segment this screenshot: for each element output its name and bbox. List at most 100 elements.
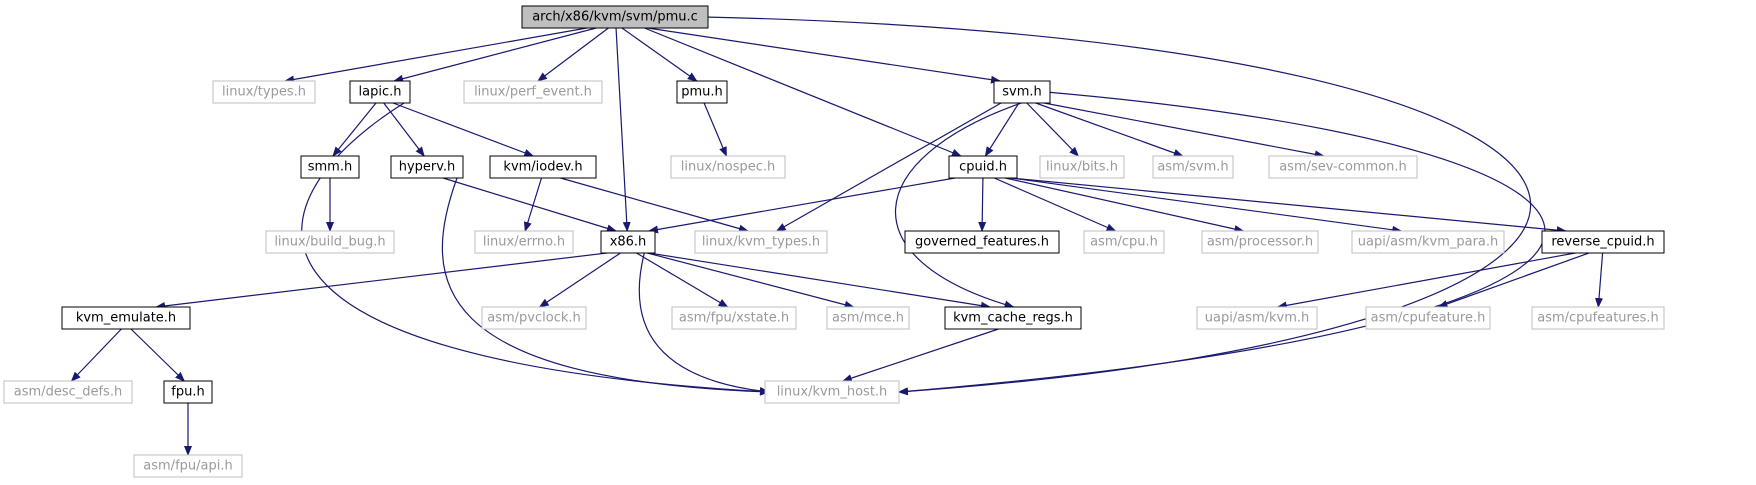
edge-root-to-linux_types [284, 27, 588, 84]
node-box [300, 155, 360, 179]
node-box [1365, 306, 1491, 330]
edge-root-to-pmu [621, 27, 698, 82]
node-perf-event: linux/perf_event.h [463, 80, 603, 104]
node-box [1196, 306, 1318, 330]
node-asm-cpu: asm/cpu.h [1083, 230, 1165, 254]
edge-kvm_emulate-to-fpu [130, 328, 185, 382]
node-kvm-emulate[interactable]: kvm_emulate.h [61, 306, 191, 330]
node-label: x86.h [610, 235, 647, 250]
node-reverse-cpuid[interactable]: reverse_cpuid.h [1541, 230, 1665, 254]
node-iodev[interactable]: kvm/iodev.h [489, 155, 597, 179]
node-layer: arch/x86/kvm/svm/pmu.c linux/types.h lapic… [3, 5, 1665, 478]
node-label: kvm/iodev.h [503, 160, 582, 175]
node-label: uapi/asm/kvm_para.h [1358, 235, 1499, 250]
node-svm[interactable]: svm.h [993, 80, 1051, 104]
node-hyperv[interactable]: hyperv.h [390, 155, 464, 179]
node-pvclock: asm/pvclock.h [481, 306, 587, 330]
node-label: svm.h [1002, 85, 1042, 100]
edge-iodev-to-errno [523, 177, 543, 232]
node-bits: linux/bits.h [1039, 155, 1125, 179]
node-box [993, 80, 1051, 104]
node-cpufeatures: asm/cpufeatures.h [1531, 306, 1665, 330]
node-box [163, 380, 213, 404]
node-label: asm/desc_defs.h [14, 385, 122, 400]
node-label: linux/perf_event.h [474, 85, 592, 100]
node-asm-svm: asm/svm.h [1152, 155, 1234, 179]
node-fpu-api: asm/fpu/api.h [133, 454, 243, 478]
node-box [61, 306, 191, 330]
edge-x86-to-kvm_host [638, 252, 770, 395]
node-label: asm/mce.h [832, 311, 904, 326]
edge-svm-to-kvm_types [775, 102, 1002, 232]
edge-x86-to-pvclock [538, 252, 621, 308]
node-x86[interactable]: x86.h [600, 230, 656, 254]
node-label: kvm_emulate.h [76, 311, 176, 326]
edge-svm-to-cache_regs [895, 102, 1022, 309]
node-box [1083, 230, 1165, 254]
node-label: linux/kvm_host.h [777, 385, 888, 400]
node-box [489, 155, 597, 179]
node-pmu[interactable]: pmu.h [676, 80, 728, 104]
node-box [474, 230, 574, 254]
node-label: asm/cpufeatures.h [1537, 311, 1659, 326]
node-label: lapic.h [359, 85, 402, 100]
node-label: linux/bits.h [1046, 160, 1118, 175]
node-box [212, 80, 316, 104]
node-processor: asm/processor.h [1201, 230, 1319, 254]
node-governed[interactable]: governed_features.h [904, 230, 1060, 254]
edge-reverse_cpuid-to-uapi_kvm [1276, 252, 1576, 310]
edge-root-to-perf_event [537, 27, 609, 82]
node-label: smm.h [308, 160, 352, 175]
node-box [1201, 230, 1319, 254]
node-mce: asm/mce.h [826, 306, 910, 330]
edge-x86-to-mce [647, 252, 855, 309]
node-label: asm/cpufeature.h [1371, 311, 1486, 326]
node-fpu[interactable]: fpu.h [163, 380, 213, 404]
edge-cpuid-to-kvm_para [1010, 177, 1403, 234]
edge-reverse_cpuid-to-cpufeatures [1595, 252, 1604, 308]
edge-cpuid-to-processor [1005, 177, 1245, 233]
edge-svm-to-sev [1043, 102, 1325, 159]
node-box [521, 5, 709, 29]
node-label: asm/fpu/api.h [143, 459, 232, 474]
node-label: hyperv.h [399, 160, 456, 175]
edge-x86-to-xstate [636, 252, 729, 308]
node-box [349, 80, 411, 104]
edge-svm-to-cpuid [984, 102, 1020, 157]
edge-hyperv-to-x86 [442, 177, 617, 233]
edge-iodev-to-kvm_types [560, 177, 749, 233]
node-root: arch/x86/kvm/svm/pmu.c [521, 5, 709, 29]
edge-lapic-to-smm [332, 102, 377, 157]
node-box [481, 306, 587, 330]
edge-cpuid-to-governed [978, 177, 987, 232]
node-label: asm/fpu/xstate.h [679, 311, 789, 326]
node-smm[interactable]: smm.h [300, 155, 360, 179]
node-linux-types: linux/types.h [212, 80, 316, 104]
node-cache-regs[interactable]: kvm_cache_regs.h [944, 306, 1082, 330]
node-box [1531, 306, 1665, 330]
node-label: pmu.h [681, 85, 723, 100]
edge-svm-to-bits [1026, 102, 1080, 157]
node-label: linux/build_bug.h [274, 235, 385, 250]
node-cpuid[interactable]: cpuid.h [948, 155, 1018, 179]
node-box [1268, 155, 1418, 179]
node-label: asm/sev-common.h [1279, 160, 1407, 175]
node-lapic[interactable]: lapic.h [349, 80, 411, 104]
node-label: uapi/asm/kvm.h [1205, 311, 1310, 326]
node-box [463, 80, 603, 104]
node-kvm-para: uapi/asm/kvm_para.h [1351, 230, 1505, 254]
node-label: linux/types.h [222, 85, 306, 100]
edge-cpuid-to-asm_cpu [994, 177, 1117, 232]
node-desc-defs: asm/desc_defs.h [3, 380, 133, 404]
node-box [600, 230, 656, 254]
node-kvm-types: linux/kvm_types.h [694, 230, 828, 254]
edge-cpuid-to-reverse_cpuid [1010, 177, 1567, 235]
node-label: linux/errno.h [483, 235, 565, 250]
edge-kvm_emulate-to-desc_defs [70, 328, 122, 382]
edge-cache_regs-to-kvm_host [841, 328, 999, 382]
edge-x86-to-kvm_emulate [155, 252, 608, 310]
node-errno: linux/errno.h [474, 230, 574, 254]
node-box [904, 230, 1060, 254]
node-box [3, 380, 133, 404]
